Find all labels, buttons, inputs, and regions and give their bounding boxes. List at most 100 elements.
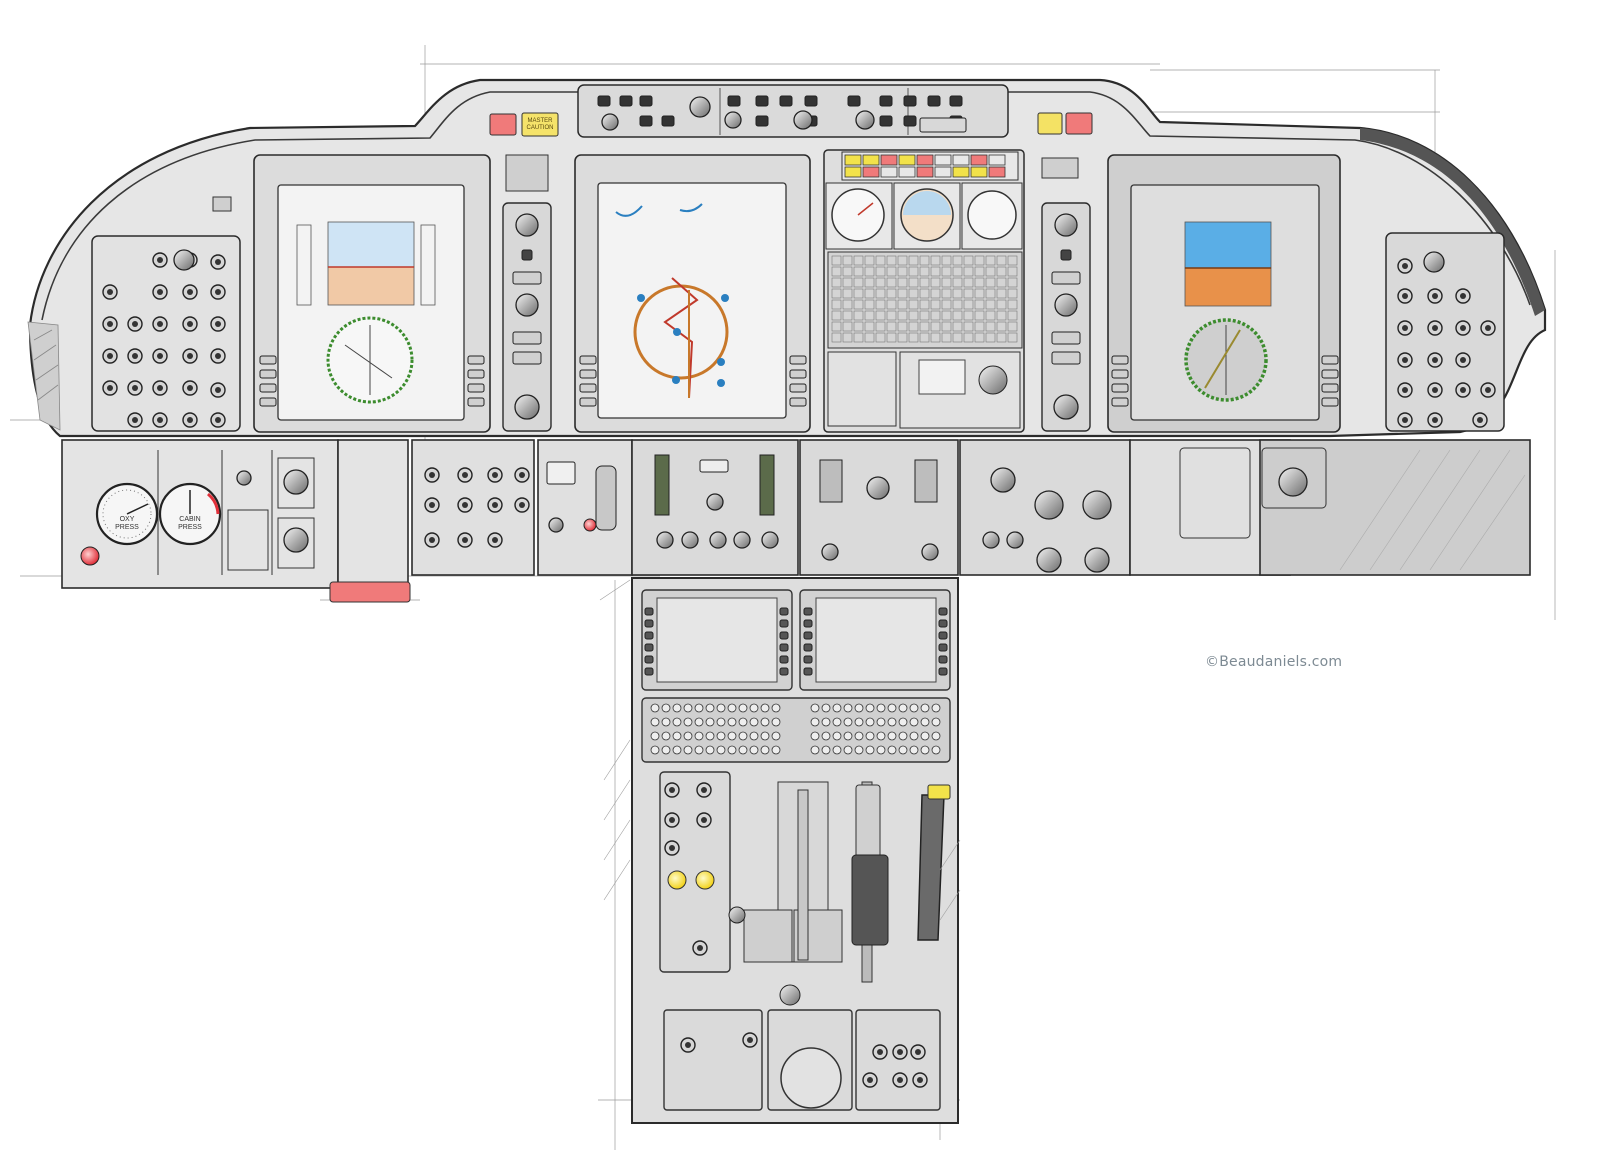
toggle-switch-icon[interactable] xyxy=(157,257,163,263)
toggle-switch-icon[interactable] xyxy=(187,353,193,359)
fms-keypad[interactable] xyxy=(650,703,941,755)
toggle-switch-icon[interactable] xyxy=(215,417,221,423)
annunciator-yellow-right[interactable] xyxy=(695,870,715,890)
toggle-switch-icon[interactable] xyxy=(429,472,435,478)
fms-line-select-keys[interactable] xyxy=(644,607,948,1088)
knob-icon[interactable] xyxy=(761,531,779,549)
knob-icon[interactable] xyxy=(283,527,309,553)
annunciator-light[interactable] xyxy=(970,154,988,166)
toggle-switch-icon[interactable] xyxy=(187,385,193,391)
push-button-icon[interactable] xyxy=(259,369,277,379)
toggle-switch-icon[interactable] xyxy=(1402,387,1408,393)
push-button-icon[interactable] xyxy=(879,115,893,127)
knob-icon[interactable] xyxy=(689,96,711,118)
push-button-icon[interactable] xyxy=(938,667,948,676)
knob-icon[interactable] xyxy=(724,111,742,129)
toggle-switch-icon[interactable] xyxy=(492,537,498,543)
toggle-switch-icon[interactable] xyxy=(697,945,703,951)
mfd-bezel-buttons[interactable] xyxy=(579,355,807,407)
toggle-switch-icon[interactable] xyxy=(669,787,675,793)
knob-icon[interactable] xyxy=(1036,547,1062,573)
knob-icon[interactable] xyxy=(866,476,890,500)
annunciator-light[interactable] xyxy=(952,166,970,178)
upper-switches[interactable] xyxy=(597,95,967,133)
push-button-icon[interactable] xyxy=(259,397,277,407)
warning-strip-lower[interactable] xyxy=(329,581,411,603)
push-button-icon[interactable] xyxy=(1111,383,1129,393)
knob-icon[interactable] xyxy=(173,249,195,271)
annunciator-yellow-left[interactable] xyxy=(667,870,687,890)
push-button-icon[interactable] xyxy=(789,397,807,407)
push-button-icon[interactable] xyxy=(619,95,633,107)
toggle-switch-icon[interactable] xyxy=(1402,293,1408,299)
push-button-icon[interactable] xyxy=(644,667,654,676)
key-button[interactable] xyxy=(716,717,726,727)
toggle-switch-icon[interactable] xyxy=(157,417,163,423)
key-button[interactable] xyxy=(716,731,726,741)
toggle-switch-icon[interactable] xyxy=(519,502,525,508)
key-button[interactable] xyxy=(832,717,842,727)
key-button[interactable] xyxy=(738,731,748,741)
key-button[interactable] xyxy=(909,703,919,713)
push-button-icon[interactable] xyxy=(521,249,533,261)
key-button[interactable] xyxy=(683,745,693,755)
toggle-switch-icon[interactable] xyxy=(215,387,221,393)
push-button-icon[interactable] xyxy=(779,655,789,664)
key-button[interactable] xyxy=(854,703,864,713)
key-button[interactable] xyxy=(705,703,715,713)
lower-panel-controls[interactable] xyxy=(236,454,1308,573)
toggle-switch-icon[interactable] xyxy=(132,321,138,327)
key-button[interactable] xyxy=(727,731,737,741)
toggle-switch-icon[interactable] xyxy=(132,353,138,359)
push-button-icon[interactable] xyxy=(644,607,654,616)
key-button[interactable] xyxy=(931,745,941,755)
annunciator-light[interactable] xyxy=(862,154,880,166)
pedestal-knob-left[interactable] xyxy=(728,906,746,924)
toggle-switch-icon[interactable] xyxy=(701,817,707,823)
key-button[interactable] xyxy=(694,703,704,713)
push-button-icon[interactable] xyxy=(789,369,807,379)
annunciator-light[interactable] xyxy=(844,166,862,178)
push-button-icon[interactable] xyxy=(903,95,917,107)
key-button[interactable] xyxy=(810,717,820,727)
standby-selector-knob[interactable] xyxy=(978,365,1008,395)
key-button[interactable] xyxy=(672,745,682,755)
gear-handle[interactable] xyxy=(917,784,951,941)
push-button-icon[interactable] xyxy=(579,355,597,365)
push-button-icon[interactable] xyxy=(1111,397,1129,407)
toggle-switch-icon[interactable] xyxy=(107,385,113,391)
knob-icon[interactable] xyxy=(1034,490,1064,520)
toggle-switch-icon[interactable] xyxy=(187,321,193,327)
key-button[interactable] xyxy=(694,731,704,741)
key-button[interactable] xyxy=(672,703,682,713)
toggle-switch-icon[interactable] xyxy=(462,537,468,543)
key-button[interactable] xyxy=(854,717,864,727)
toggle-switch-icon[interactable] xyxy=(215,259,221,265)
annunciator-light[interactable] xyxy=(916,166,934,178)
knob-icon[interactable] xyxy=(515,293,539,317)
key-button[interactable] xyxy=(705,745,715,755)
push-button-icon[interactable] xyxy=(1321,369,1339,379)
key-button[interactable] xyxy=(694,717,704,727)
toggle-switch-icon[interactable] xyxy=(429,537,435,543)
key-button[interactable] xyxy=(821,703,831,713)
push-button-icon[interactable] xyxy=(644,619,654,628)
key-button[interactable] xyxy=(705,717,715,727)
knob-icon[interactable] xyxy=(548,517,564,533)
key-button[interactable] xyxy=(854,731,864,741)
annunciator-light[interactable] xyxy=(898,166,916,178)
key-button[interactable] xyxy=(650,731,660,741)
toggle-switch-icon[interactable] xyxy=(1432,387,1438,393)
push-button-icon[interactable] xyxy=(804,95,818,107)
toggle-switch-icon[interactable] xyxy=(1402,357,1408,363)
caution-light-right-1[interactable] xyxy=(1037,112,1063,135)
push-button-icon[interactable] xyxy=(779,95,793,107)
toggle-switch-icon[interactable] xyxy=(157,385,163,391)
key-button[interactable] xyxy=(738,703,748,713)
key-button[interactable] xyxy=(887,745,897,755)
knob-icon[interactable] xyxy=(1054,213,1078,237)
key-button[interactable] xyxy=(832,745,842,755)
key-button[interactable] xyxy=(771,745,781,755)
key-button[interactable] xyxy=(749,717,759,727)
key-button[interactable] xyxy=(749,745,759,755)
